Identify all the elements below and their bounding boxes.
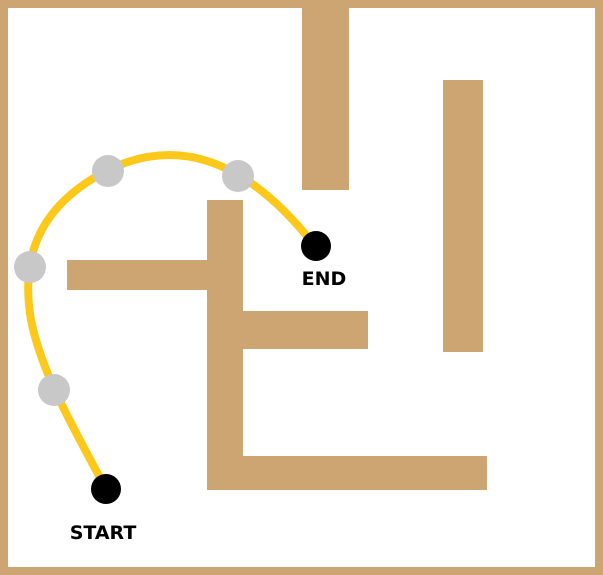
maze-wall-bottom-horizontal	[207, 456, 487, 490]
start-label: START	[70, 522, 137, 544]
waypoint-1	[38, 374, 70, 406]
end-label: END	[302, 268, 347, 290]
waypoint-3	[92, 155, 124, 187]
start-marker	[91, 474, 121, 504]
waypoint-2	[14, 251, 46, 283]
maze-wall-top-vertical	[302, 4, 349, 190]
waypoint-4	[222, 160, 254, 192]
maze-wall-left-horizontal	[67, 260, 216, 290]
maze-wall-center-branch	[207, 311, 368, 349]
maze-wall-right-vertical	[443, 80, 483, 352]
end-marker	[301, 231, 331, 261]
